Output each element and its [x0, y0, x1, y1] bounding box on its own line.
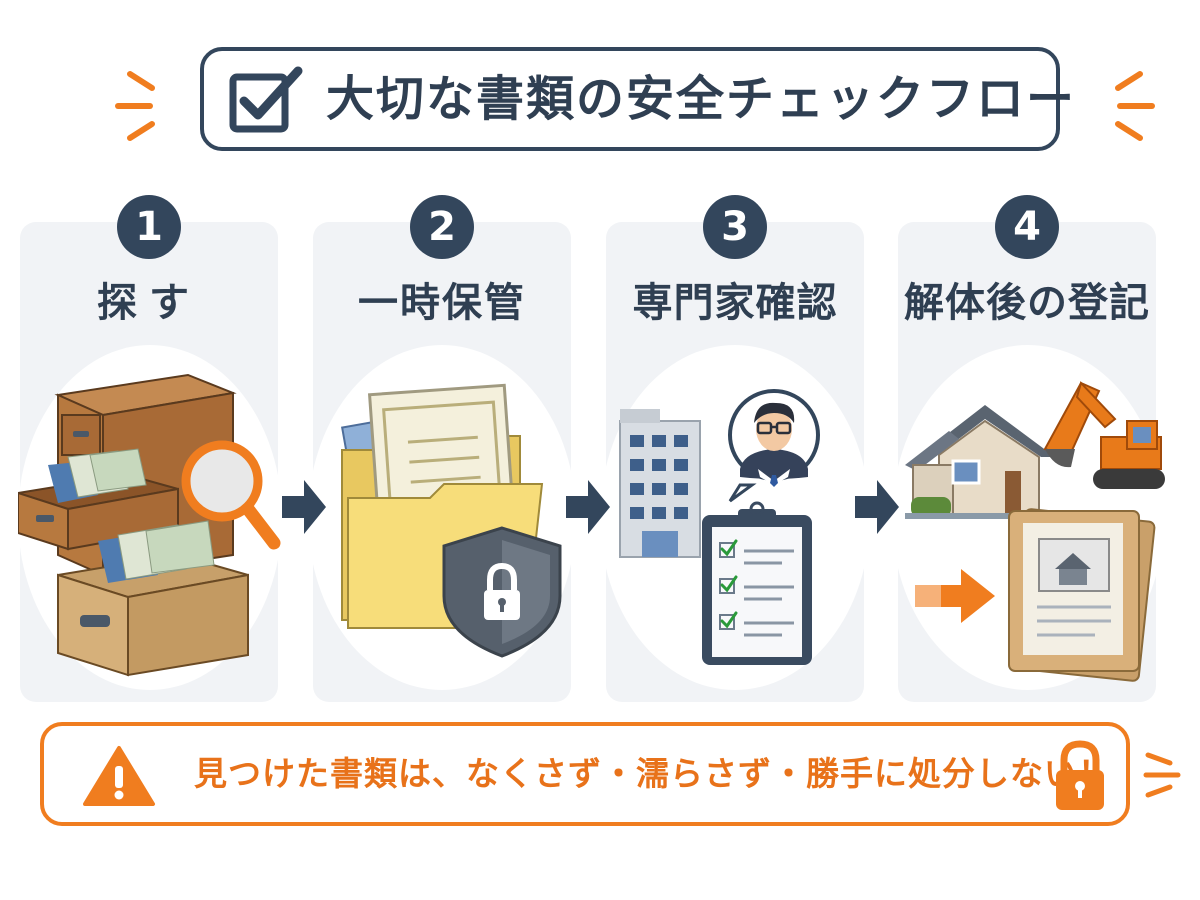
step-label-2: 一時保管: [358, 280, 526, 326]
flow-arrow-2: [566, 480, 610, 534]
warning-banner: 見つけた書類は、なくさず・濡らさず・勝手に処分しない！: [40, 722, 1130, 826]
step-number-4: 4: [995, 195, 1059, 259]
step-number-3: 3: [703, 195, 767, 259]
title-banner: 大切な書類の安全チェックフロー: [200, 47, 1074, 151]
flow-arrow-1: [282, 480, 326, 534]
warning-triangle-icon: [83, 746, 155, 806]
step-label-4: 解体後の登記: [904, 280, 1150, 326]
expert-checklist-icon: [619, 389, 820, 665]
burst-lines-right: [1115, 71, 1155, 141]
burst-lines-warning: [1143, 752, 1181, 798]
step-label-1: 探す: [97, 280, 201, 326]
step-number-1: 1: [117, 195, 181, 259]
folder-shield-icon: [340, 383, 562, 658]
step-number-2: 2: [410, 195, 474, 259]
step-label-3: 専門家確認: [632, 280, 838, 326]
page-title: 大切な書類の安全チェックフロー: [326, 71, 1077, 127]
house-excavator-icon: [905, 381, 1165, 682]
drawer-search-icon: [18, 373, 281, 677]
padlock-icon: [1056, 740, 1104, 810]
flow-arrow-3: [855, 480, 899, 534]
checkbox-icon: [229, 66, 303, 133]
burst-lines-left: [115, 71, 155, 141]
warning-text: 見つけた書類は、なくさず・濡らさず・勝手に処分しない！: [194, 754, 1112, 793]
